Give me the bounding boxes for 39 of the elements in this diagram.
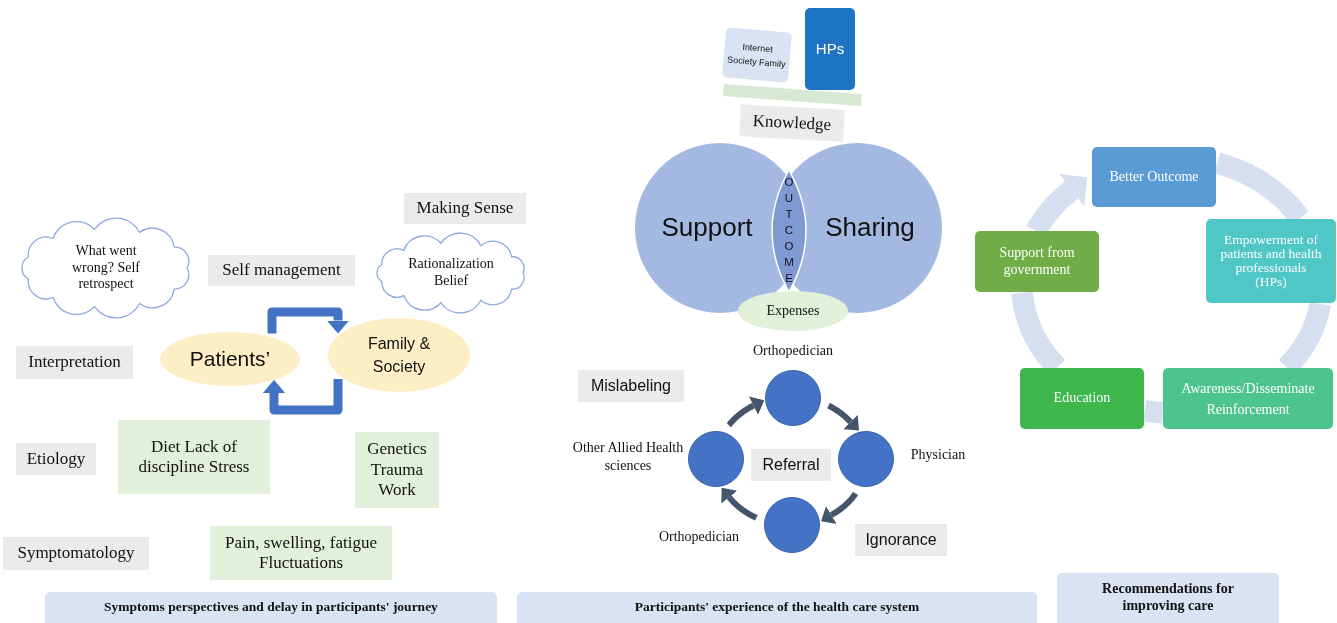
recommendation-box: Support from government [975, 231, 1099, 292]
theme-label: Mislabeling [578, 370, 684, 402]
factor-box: Pain, swelling, fatigue Fluctuations [210, 526, 392, 580]
section-band: Recommendations for improving care [1057, 573, 1279, 623]
recommendation-box: Better Outcome [1092, 147, 1216, 207]
theme-label: Interpretation [16, 346, 133, 379]
source-box: Internet Society Family [721, 27, 793, 83]
cost-ellipse: Expenses [738, 291, 848, 331]
section-band: Symptoms perspectives and delay in participants' journey [45, 592, 497, 623]
provider-circle [838, 431, 894, 487]
theme-label: Symptomatology [3, 537, 149, 570]
theme-label: Etiology [16, 443, 96, 475]
provider-circle [765, 370, 821, 426]
recommendation-box: Empowerment of patients and health professionals (HPs) [1206, 219, 1336, 303]
provider-circle [764, 497, 820, 553]
role-label: Orthopedician [657, 528, 741, 546]
theme-label: Ignorance [855, 524, 947, 556]
overlap-lens: OUTCOME [772, 170, 806, 292]
theme-label: Referral [751, 449, 831, 481]
role-label: Orthopedician [751, 342, 835, 360]
factor-box: Diet Lack of discipline Stress [118, 420, 270, 494]
recommendation-box: Education [1020, 368, 1144, 429]
curved-arrow [821, 491, 859, 522]
theme-label: Making Sense [404, 193, 526, 224]
section-band: Participants' experience of the health care system [517, 592, 1037, 623]
curved-arrow [826, 402, 859, 431]
theme-label: Knowledge [739, 104, 845, 142]
curved-arrow [721, 487, 759, 521]
circle-label: Sharing [814, 205, 926, 251]
role-label: Other Allied Health sciences [571, 439, 685, 476]
provider-circle [688, 431, 744, 487]
actor-ellipse: Family & Society [328, 318, 470, 392]
recommendation-box: Awareness/Disseminate Reinforcement [1163, 368, 1333, 429]
role-label: Physician [909, 446, 967, 464]
circle-label: Support [648, 205, 766, 251]
factor-box: Genetics Trauma Work [355, 432, 439, 508]
actor-ellipse: Patients’ [160, 332, 300, 386]
theme-label: Self management [208, 255, 355, 286]
source-box: HPs [805, 8, 855, 90]
